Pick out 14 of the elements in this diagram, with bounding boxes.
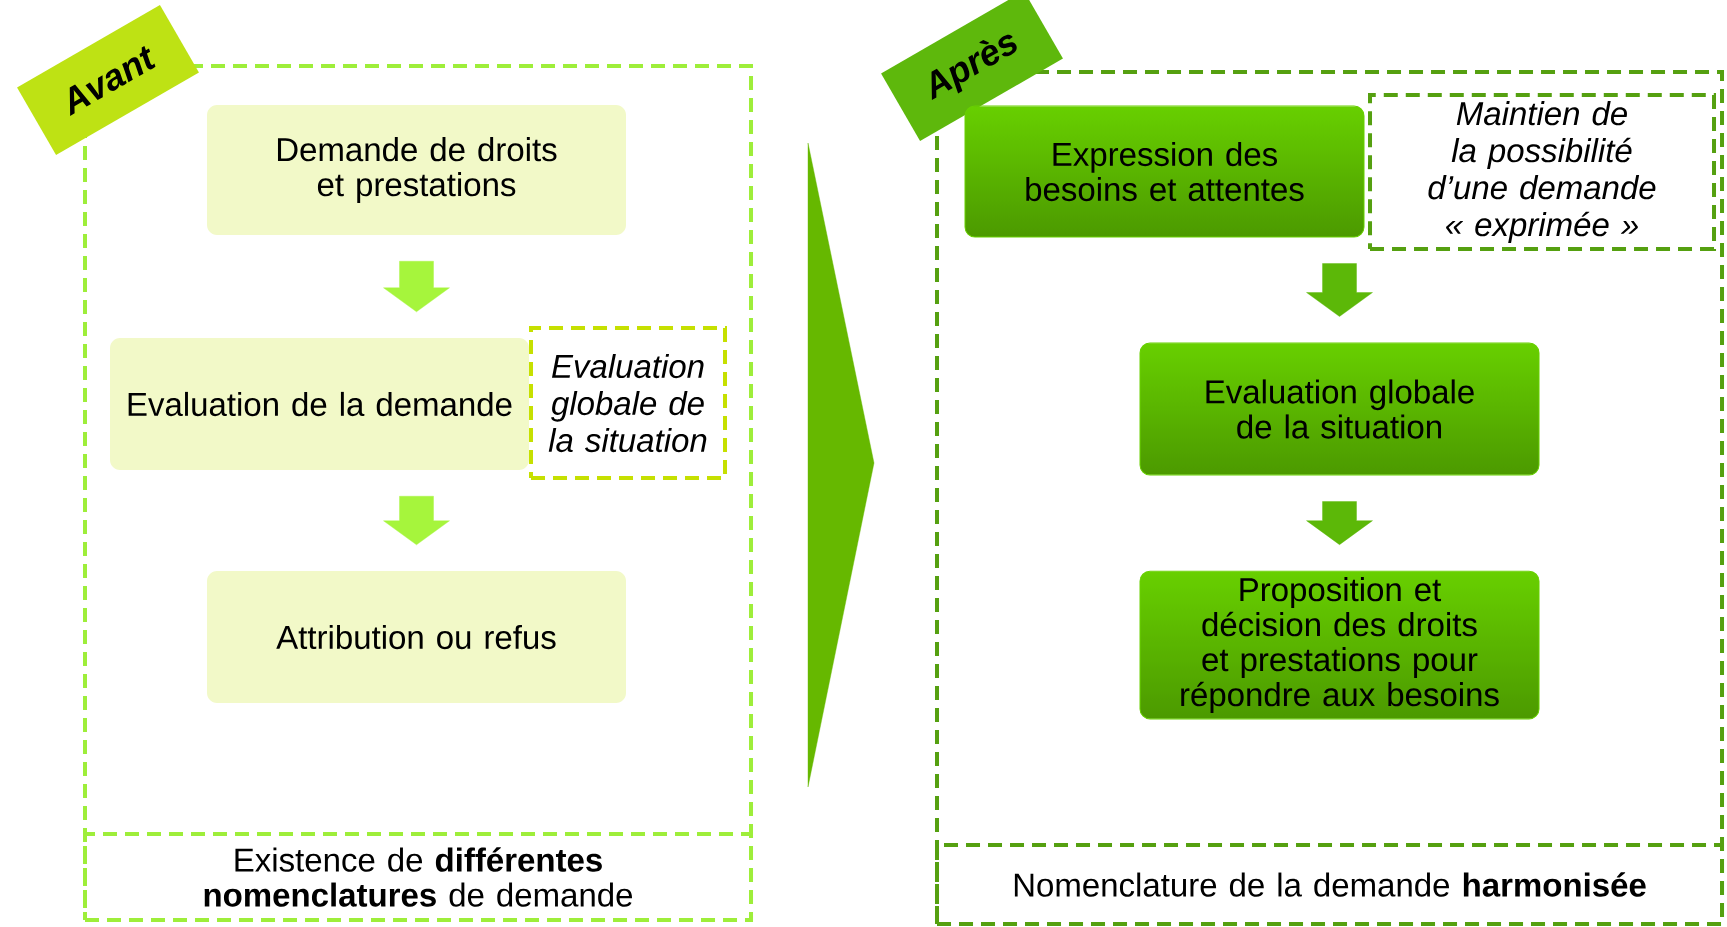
block-arrow (1306, 263, 1373, 317)
block-arrow (1306, 501, 1373, 545)
block-arrow (383, 496, 450, 545)
block-arrow (383, 261, 450, 312)
dashed-note-box: Evaluation globale de la situation (529, 326, 727, 480)
process-box: Attribution ou refus (207, 571, 626, 703)
dashed-note-box: Maintien de la possibilité d’une demande « exprimée » (1368, 93, 1716, 251)
dashed-footer-band: Nomenclature de la demande harmonisée (935, 843, 1724, 926)
dashed-footer-band: Existence de différentes nomenclatures de demande (83, 832, 753, 922)
process-box: Demande de droits et prestations (207, 105, 626, 235)
process-box: Evaluation globale de la situation (1139, 342, 1540, 476)
process-box: Proposition et décision des droits et prestations pour répondre aux besoins (1139, 570, 1540, 720)
process-box: Expression des besoins et attentes (964, 105, 1365, 238)
process-box: Evaluation de la demande (110, 338, 529, 470)
